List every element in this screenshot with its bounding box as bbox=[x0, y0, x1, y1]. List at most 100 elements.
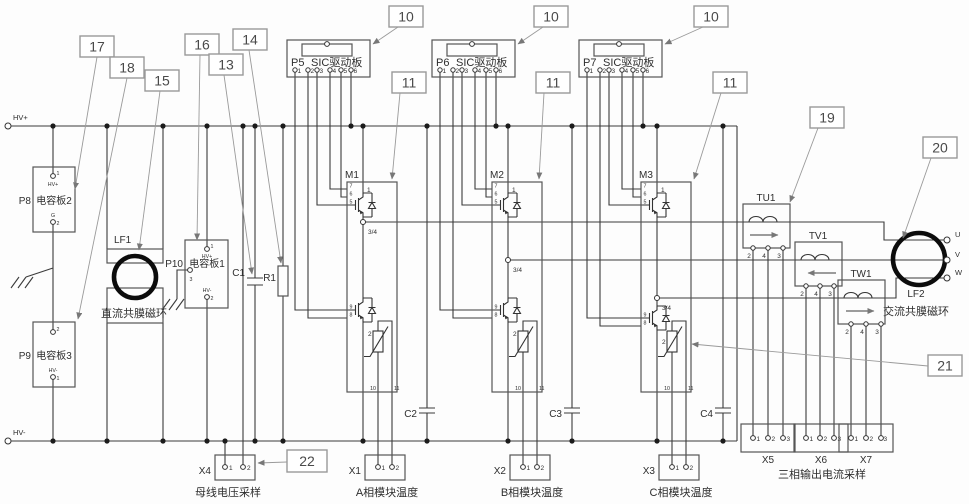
m1-ref: M1 bbox=[345, 170, 359, 181]
tu1-pin: 4 bbox=[762, 253, 766, 260]
x2-pin: 2 bbox=[541, 465, 545, 472]
tv1-pin: 3 bbox=[828, 291, 832, 298]
tv1-pin: 4 bbox=[814, 291, 818, 298]
ground-symbols bbox=[10, 276, 185, 311]
p10-pin1-tag: HV+ bbox=[202, 254, 212, 260]
dc-bus-wiring bbox=[11, 125, 738, 442]
p8-pin1-tag: HV+ bbox=[48, 182, 58, 188]
m2-gate-pin: 9 bbox=[495, 305, 498, 311]
m3-pin-mid: 3/4 bbox=[662, 305, 671, 312]
callout-11: 11 bbox=[546, 75, 561, 91]
x567-caption: 三相输出电流采样 bbox=[778, 467, 866, 481]
p7-pin-label: 4 bbox=[625, 68, 629, 75]
p6-pin-label: 6 bbox=[499, 68, 503, 75]
lf2-choke: LF2 交流共膜磁环 bbox=[883, 230, 949, 318]
p9-ref: P9 bbox=[19, 351, 32, 362]
cap-board-p9: P9 电容板3 2 HV- 1 bbox=[19, 321, 76, 388]
x7-pin: 3 bbox=[884, 436, 888, 443]
p6-ref: P6 bbox=[436, 57, 449, 69]
m3-ntc-pin: 11 bbox=[688, 386, 694, 392]
c4-label: C4 bbox=[700, 409, 713, 420]
p5-ref: P5 bbox=[291, 57, 304, 69]
x5-pin: 1 bbox=[757, 436, 761, 443]
lf1-choke: LF1 直流共膜磁环 bbox=[101, 235, 167, 324]
x4-caption: 母线电压采样 bbox=[195, 485, 261, 499]
p7-pin-label: 3 bbox=[612, 68, 616, 75]
module-wiring bbox=[362, 126, 838, 465]
w-label: W bbox=[955, 268, 963, 277]
power-module-m1: M1 1 3/4 2 7 6 5 9 8 10 11 bbox=[345, 170, 400, 393]
lf2-ring bbox=[890, 230, 948, 288]
lf2-label: 交流共膜磁环 bbox=[883, 304, 949, 318]
p10-name: 电容板1 bbox=[189, 257, 225, 270]
p8-pin1-label: 1 bbox=[57, 171, 60, 177]
callout-11: 11 bbox=[723, 75, 738, 91]
p5-pin-label: 1 bbox=[298, 68, 302, 75]
m2-pin-bot: 2 bbox=[513, 331, 517, 338]
x1-pin: 2 bbox=[396, 465, 400, 472]
v-terminal bbox=[943, 256, 951, 264]
lf1-ring bbox=[111, 253, 159, 301]
m1-pin-mid: 3/4 bbox=[368, 229, 377, 236]
driver-gate-wiring bbox=[294, 72, 644, 327]
u-label: U bbox=[955, 230, 960, 239]
m3-gate-pin: 9 bbox=[644, 313, 647, 319]
m3-gate-pin: 8 bbox=[644, 321, 647, 327]
x4-ref: X4 bbox=[199, 466, 212, 477]
m1-gate-pin: 8 bbox=[350, 313, 353, 319]
x2-ref: X2 bbox=[494, 466, 507, 477]
tu1-ref: TU1 bbox=[757, 193, 776, 204]
callout-22: 22 bbox=[299, 453, 315, 469]
p10-pin1-label: 1 bbox=[211, 244, 214, 250]
p8-pin2-label: 2 bbox=[57, 221, 60, 227]
hv-plus-label: HV+ bbox=[13, 113, 28, 122]
power-module-m2: M2 1 3/4 2 7 6 5 9 8 10 11 bbox=[490, 170, 545, 393]
passive-labels: C1 R1 C2 C3 C4 bbox=[232, 265, 713, 420]
p5-pin-label: 6 bbox=[354, 68, 358, 75]
p6-pin-label: 1 bbox=[443, 68, 447, 75]
x5-pin: 2 bbox=[772, 436, 776, 443]
junction-dots bbox=[50, 123, 726, 444]
callout-19: 19 bbox=[819, 110, 835, 126]
m2-ntc-pin: 11 bbox=[539, 386, 545, 392]
m3-ntc-pin: 10 bbox=[664, 386, 670, 392]
x4-pin: 1 bbox=[229, 465, 233, 472]
m1-ntc-pin: 10 bbox=[370, 386, 376, 392]
m2-gate-pin: 8 bbox=[495, 313, 498, 319]
m1-gate-pin: 5 bbox=[350, 200, 353, 206]
x1-caption: A相模块温度 bbox=[356, 485, 418, 499]
callout-21: 21 bbox=[937, 358, 953, 374]
callout-10: 10 bbox=[703, 9, 719, 25]
p9-name: 电容板3 bbox=[36, 349, 72, 362]
igbt-lower bbox=[348, 297, 377, 323]
p10-pin2-tag: HV- bbox=[203, 288, 212, 294]
m1-pin-bot: 2 bbox=[368, 331, 372, 338]
connector-x1: X1 1 2 A相模块温度 bbox=[349, 454, 418, 499]
tw1-pin: 2 bbox=[845, 329, 849, 336]
c3-label: C3 bbox=[549, 409, 562, 420]
connector-x7: 1 2 3 X7 bbox=[838, 423, 894, 466]
p6-pin-label: 2 bbox=[456, 68, 460, 75]
power-module-m3: M3 1 3/4 2 7 6 5 9 8 10 11 bbox=[639, 170, 694, 393]
p7-name: SIC驱动板 bbox=[603, 55, 654, 69]
m1-gate-pin: 7 bbox=[350, 184, 353, 190]
coil-icon bbox=[748, 215, 778, 223]
x7-ref: X7 bbox=[860, 455, 873, 466]
snubber-cap-wiring bbox=[419, 126, 731, 441]
callout-10: 10 bbox=[543, 9, 559, 25]
connector-x6: 1 2 3 X6 bbox=[793, 423, 849, 466]
p6-pin-label: 5 bbox=[489, 68, 493, 75]
v-label: V bbox=[955, 250, 960, 259]
m2-gate-pin: 7 bbox=[495, 184, 498, 190]
tu1-pin: 3 bbox=[777, 253, 781, 260]
x3-caption: C相模块温度 bbox=[650, 485, 713, 499]
x3-ref: X3 bbox=[643, 466, 656, 477]
left-section-wiring bbox=[10, 126, 284, 465]
p5-pin-label: 3 bbox=[320, 68, 324, 75]
igbt-upper bbox=[348, 192, 377, 218]
x3-pin: 1 bbox=[676, 465, 680, 472]
m3-pin-top: 1 bbox=[661, 187, 665, 194]
x1-pin: 1 bbox=[382, 465, 386, 472]
m1-gate-pin: 9 bbox=[350, 305, 353, 311]
